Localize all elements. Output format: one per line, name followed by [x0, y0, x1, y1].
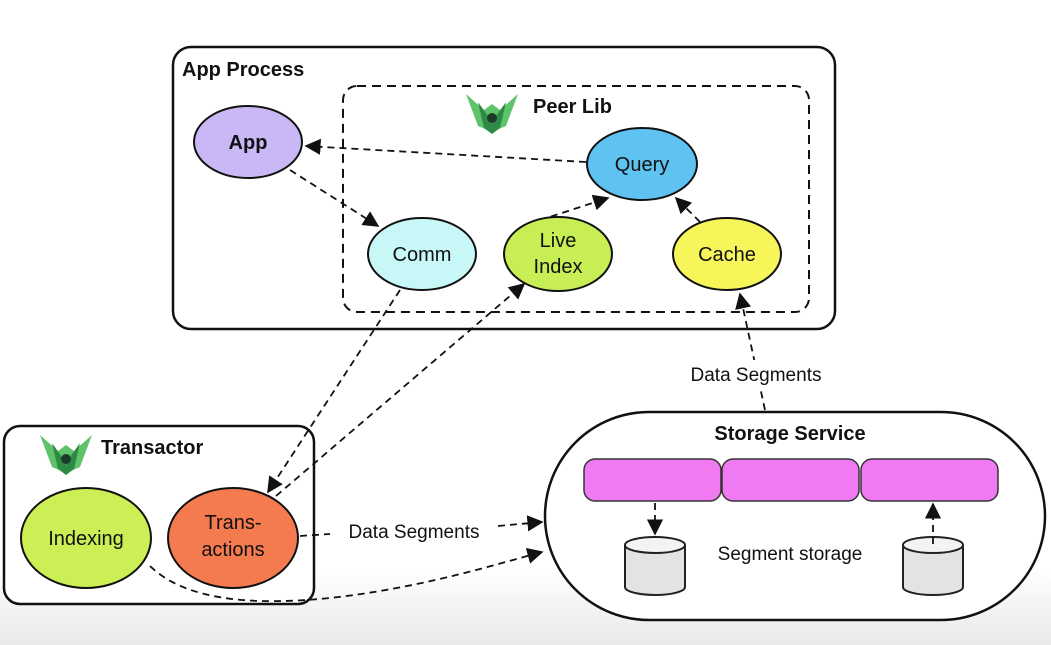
- transactions-label-line1: Trans-: [204, 512, 261, 534]
- edge-app-to-comm: [289, 169, 380, 227]
- data-segments-upper-label: Data Segments: [691, 365, 822, 386]
- live-index-label-line1: Live: [540, 230, 577, 252]
- edge-storage-to-cache: [735, 292, 766, 411]
- app-process-box: App Process: [171, 45, 837, 331]
- live-index-node: Live Index: [503, 216, 613, 292]
- segment-block: [583, 458, 722, 502]
- edge-comm-to-transactions: [267, 289, 401, 494]
- comm-node: Comm: [367, 217, 477, 291]
- edge-query-to-app: [304, 138, 587, 163]
- query-node: Query: [586, 127, 698, 201]
- storage-service-title: Storage Service: [714, 423, 865, 445]
- indexing-label: Indexing: [48, 528, 124, 550]
- app-node: App: [193, 105, 303, 179]
- storage-service-box: Storage Service Segment storage: [543, 410, 1047, 622]
- edge-transactions-to-storage-a: [299, 533, 331, 537]
- transactor-title: Transactor: [101, 437, 203, 459]
- peer-lib-box: Peer Lib: [342, 85, 810, 313]
- transactions-node: Trans- actions: [167, 487, 299, 589]
- segment-block: [860, 458, 999, 502]
- data-segments-lower-label: Data Segments: [349, 522, 480, 543]
- peer-lib-title: Peer Lib: [533, 96, 612, 118]
- edge-indexing-to-storage: [149, 547, 544, 603]
- database-cylinder-icon: [902, 536, 964, 596]
- edge-cache-to-query: [674, 196, 701, 223]
- edge-transactions-to-storage-b: [497, 515, 544, 532]
- segment-storage-label: Segment storage: [718, 544, 863, 565]
- transactions-label-line2: actions: [201, 539, 264, 561]
- cache-node: Cache: [672, 217, 782, 291]
- label-bg: [676, 360, 834, 388]
- indexing-node: Indexing: [20, 487, 152, 589]
- comm-label: Comm: [393, 244, 452, 266]
- edge-transactions-to-liveindex: [275, 282, 526, 497]
- cache-label: Cache: [698, 244, 756, 266]
- database-cylinder-icon: [624, 536, 686, 596]
- query-label: Query: [615, 154, 669, 176]
- segment-block: [721, 458, 860, 502]
- app-label: App: [229, 132, 268, 154]
- live-index-label-line2: Index: [534, 256, 583, 278]
- app-process-title: App Process: [182, 59, 304, 81]
